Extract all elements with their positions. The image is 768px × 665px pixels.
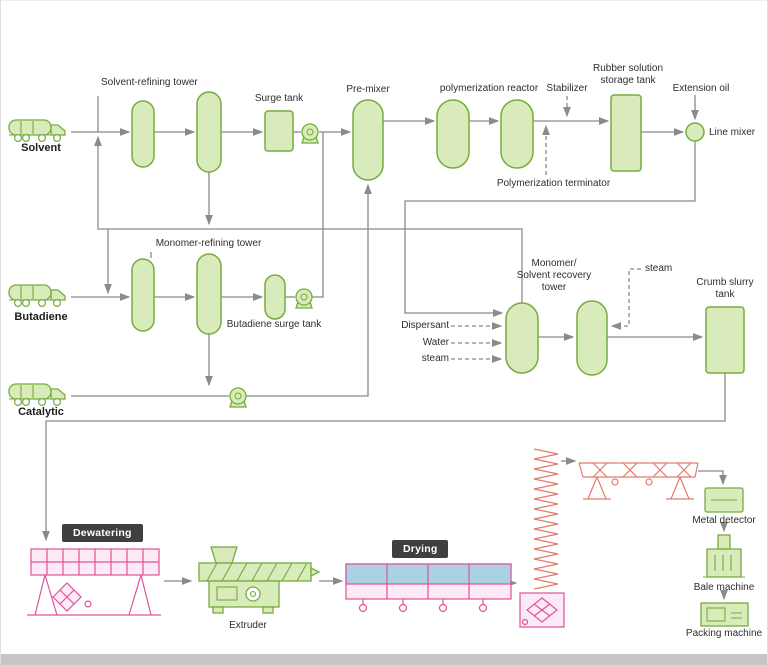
steam-right-label: steam: [645, 263, 673, 274]
drying-machine: [345, 563, 512, 613]
crumb-slurry-tank-shape: [705, 306, 745, 374]
line-mixer-label: Line mixer: [709, 127, 756, 138]
extruder-label: Extruder: [229, 620, 267, 631]
elevator-feed-box: [519, 592, 565, 628]
bale-machine-shape: [703, 534, 745, 578]
pipe-conveyor-metaldetector: [698, 470, 727, 486]
pipe-butadiene-riser: [312, 132, 324, 298]
rubber-solution-storage-tank-label: Rubber solution storage tank: [592, 63, 664, 86]
catalytic-truck-label: Catalytic: [18, 406, 64, 418]
dispersant-label: Dispersant: [401, 320, 449, 331]
line-mixer-shape: [685, 122, 705, 142]
extruder-machine: [198, 546, 321, 614]
solvent-refining-tower-label: Solvent-refining tower: [101, 77, 198, 88]
extension-oil-label: Extension oil: [672, 83, 730, 94]
butadiene-surge-tank-shape: [264, 274, 286, 320]
solvent-truck-label: Solvent: [21, 142, 61, 154]
butadiene-pump-icon: [295, 288, 313, 309]
monomer-refining-tower-label: Monomer-refining tower: [155, 238, 262, 249]
page-bottom-edge: [1, 654, 767, 665]
steam-right-arrow: [610, 268, 641, 330]
butadiene-surge-tank-label: Butadiene surge tank: [226, 319, 322, 330]
recovery-tower-label: Monomer/ Solvent recovery tower: [516, 258, 592, 293]
pre-mixer-label: Pre-mixer: [346, 84, 390, 95]
shaker-conveyor: [578, 462, 699, 500]
pipe-catalyst-premixer: [246, 183, 372, 397]
metal-detector-label: Metal detector: [692, 515, 756, 526]
butadiene-truck-icon: [8, 284, 66, 308]
surge-tank-shape: [264, 110, 294, 152]
pipes: [42, 95, 728, 601]
pre-mixer-shape: [352, 99, 384, 181]
crumb-slurry-tank-label: Crumb slurry tank: [696, 277, 754, 300]
solvent-refining-tower-shape: [131, 91, 222, 173]
surge-tank-label: Surge tank: [254, 93, 304, 104]
pipe-crumbtank-dewatering: [42, 373, 726, 542]
dashed-additive-lines: [451, 96, 641, 363]
water-label: Water: [422, 337, 449, 348]
rubber-solution-storage-tank-shape: [610, 94, 642, 172]
polymerization-reactor-label: polymerization reactor: [439, 83, 539, 94]
polymerization-reactor-shapes: [436, 99, 534, 169]
drying-tag: Drying: [392, 540, 449, 558]
recovery-tower-shape: [505, 300, 608, 376]
stabilizer-label: Stabilizer: [546, 83, 588, 94]
dewatering-machine: [27, 548, 161, 616]
pipe-recovery-recycle-solvent: [94, 135, 523, 303]
crumb-elevator-zigzag: [533, 448, 559, 590]
steam-left-label: steam: [421, 353, 449, 364]
catalyst-pump-icon: [229, 387, 247, 408]
butadiene-truck-label: Butadiene: [14, 311, 68, 323]
packing-machine-shape: [700, 602, 749, 627]
metal-detector-shape: [704, 487, 744, 513]
solvent-truck-icon: [8, 119, 66, 143]
monomer-refining-tower-shape: [131, 253, 222, 335]
pipe-linemixer-recovery: [404, 141, 696, 317]
packing-machine-label: Packing machine: [685, 628, 763, 639]
dewatering-tag: Dewatering: [62, 524, 143, 542]
bale-machine-label: Bale machine: [693, 582, 755, 593]
polymerization-terminator-label: Polymerization terminator: [496, 178, 611, 189]
catalytic-truck-icon: [8, 383, 66, 407]
solvent-pump-icon: [301, 123, 319, 144]
